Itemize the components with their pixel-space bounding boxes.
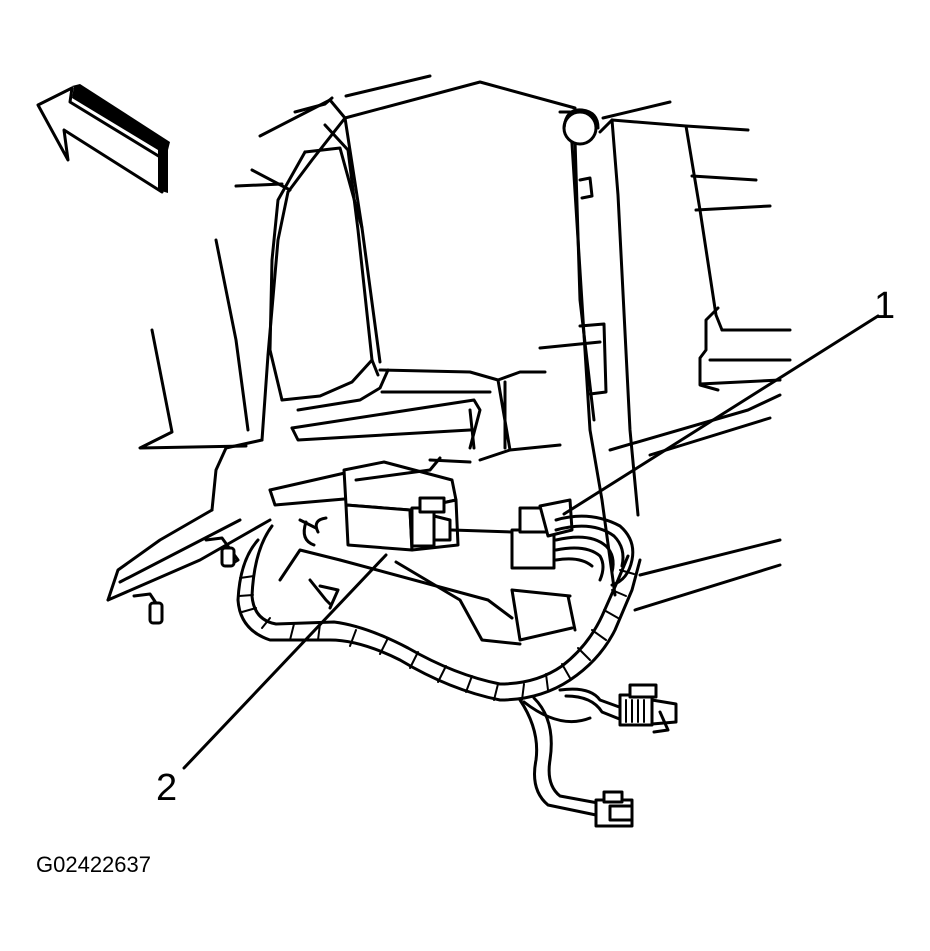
callout-2-leader <box>182 553 388 770</box>
forward-arrow-icon <box>36 84 170 194</box>
connector <box>450 498 635 587</box>
figure-id: G02422637 <box>36 852 151 877</box>
callout-1-label: 1 <box>874 285 895 327</box>
callout-1-leader <box>562 314 880 516</box>
callout-2-label: 2 <box>156 767 177 809</box>
module <box>342 456 472 552</box>
harness-end-connector-a <box>618 683 678 734</box>
harness-end-connector-b <box>594 790 634 828</box>
wiring-harness <box>236 524 678 828</box>
dash-housing <box>106 74 792 646</box>
